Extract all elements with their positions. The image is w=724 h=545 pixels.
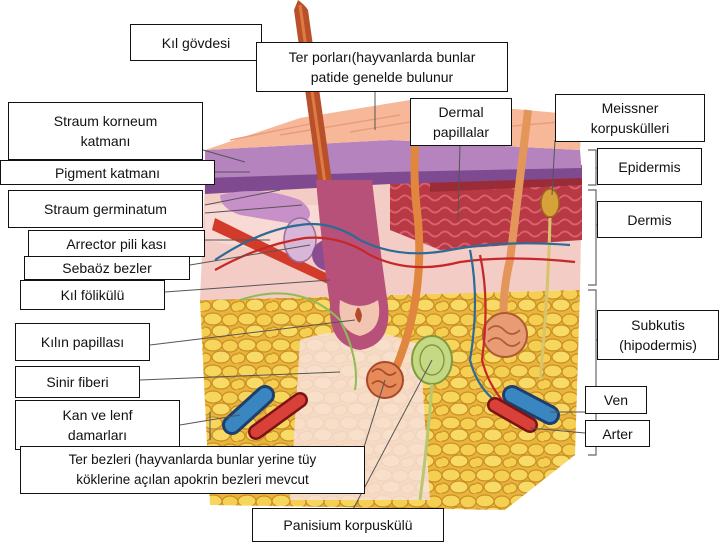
label-pigment-katmani: Pigment katmanı (0, 160, 215, 185)
label-text: Subkutis (631, 315, 685, 335)
label-text: Epidermis (618, 157, 680, 177)
label-text: Kılın papillası (41, 332, 124, 352)
label-text: Kan ve lenf (62, 405, 132, 425)
label-text: Arter (602, 424, 632, 444)
label-text: Ter porları(hayvanlarda bunlar (289, 47, 476, 67)
label-sebaoz-bezler: Sebaöz bezler (24, 256, 190, 280)
label-text: Dermis (627, 210, 671, 230)
label-text: Ter bezleri (hayvanlarda bunlar yerine t… (69, 450, 317, 470)
label-text: Pigment katmanı (55, 163, 160, 183)
label-text: Kıl fölikülü (61, 285, 125, 305)
label-sinir-fiberi: Sinir fiberi (15, 366, 140, 398)
label-text: Straum korneum (54, 111, 157, 131)
label-text: Sebaöz bezler (62, 258, 152, 278)
label-arrector-pili: Arrector pili kası (28, 230, 205, 257)
label-text: Meissner (602, 98, 659, 118)
label-text: damarları (68, 425, 127, 445)
label-ter-porlari: Ter porları(hayvanlarda bunlar patide ge… (256, 42, 508, 92)
label-text: papillalar (433, 122, 489, 142)
label-text: Sinir fiberi (46, 372, 108, 392)
label-text: (hipodermis) (619, 335, 697, 355)
label-kan-lenf-damarlari: Kan ve lenf damarları (15, 400, 180, 450)
label-kil-folikulu: Kıl fölikülü (20, 280, 165, 310)
label-kil-govdesi: Kıl gövdesi (130, 24, 262, 61)
label-ven: Ven (585, 386, 647, 414)
label-arter: Arter (585, 420, 650, 447)
label-dermis: Dermis (597, 201, 702, 238)
coiled-gland-right (483, 313, 527, 357)
label-meissner-korpuskulleri: Meissner korpuskülleri (555, 94, 705, 142)
label-ter-bezleri: Ter bezleri (hayvanlarda bunlar yerine t… (20, 446, 365, 494)
label-text: köklerine açılan apokrin bezleri mevcut (76, 470, 309, 490)
label-straum-korneum: Straum korneum katmanı (8, 102, 203, 160)
label-text: Dermal (438, 102, 483, 122)
label-text: Ven (604, 390, 628, 410)
label-subkutis: Subkutis (hipodermis) (597, 310, 719, 360)
label-text: korpuskülleri (591, 118, 670, 138)
label-dermal-papillalar: Dermal papillalar (410, 98, 512, 146)
label-text: Panisium korpuskülü (283, 515, 412, 535)
label-text: Straum germinatum (44, 199, 167, 219)
label-panisium-korpuskulu: Panisium korpuskülü (252, 508, 444, 542)
label-text: Kıl gövdesi (162, 33, 230, 53)
label-text: patide genelde bulunur (311, 67, 453, 87)
label-text: katmanı (81, 131, 131, 151)
label-text: Arrector pili kası (66, 234, 166, 254)
label-kilin-papillasi: Kılın papillası (15, 323, 150, 361)
label-straum-germinatum: Straum germinatum (8, 190, 203, 228)
label-epidermis: Epidermis (597, 148, 702, 185)
